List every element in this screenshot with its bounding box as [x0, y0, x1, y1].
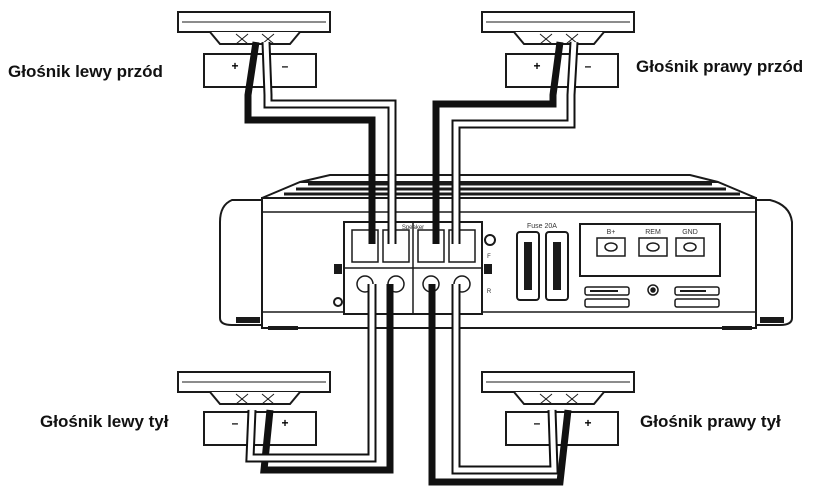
- terminal-label-rem: REM: [645, 229, 661, 236]
- wires-black: [244, 41, 572, 486]
- speaker-header-label: Speaker: [402, 225, 424, 231]
- speaker-rear-right: [481, 371, 635, 446]
- wire-rl-white: [247, 284, 375, 461]
- rl-minus: –: [232, 416, 239, 430]
- rr-plus: +: [584, 416, 591, 430]
- wire-rl-black: [260, 284, 394, 474]
- wire-fr-black: [432, 41, 564, 244]
- power-terminal-block: [579, 223, 721, 277]
- fr-plus: +: [533, 59, 540, 73]
- wire-fr-white: [453, 41, 577, 244]
- label-front-right: Głośnik prawy przód: [636, 57, 804, 76]
- side-mark-f: F: [487, 254, 491, 260]
- wire-fl-white: [263, 41, 395, 244]
- wire-rr-black: [428, 284, 572, 486]
- fl-plus: +: [231, 59, 238, 73]
- label-rear-left: Głośnik lewy tył: [40, 412, 169, 431]
- control-panel: [584, 284, 720, 308]
- side-mark-r: R: [487, 289, 492, 295]
- terminal-label-gnd: GND: [682, 229, 698, 236]
- speaker-rear-left: [177, 371, 331, 446]
- rl-plus: +: [281, 416, 288, 430]
- speaker-front-right: [481, 11, 635, 88]
- fuse-label: Fuse 20A: [527, 223, 557, 230]
- fuse-holder: [516, 231, 569, 301]
- label-rear-right: Głośnik prawy tył: [640, 412, 781, 431]
- rr-minus: –: [534, 416, 541, 430]
- speaker-terminal-block: [333, 221, 496, 315]
- label-front-left: Głośnik lewy przód: [8, 62, 163, 81]
- terminal-label-bplus: B+: [607, 229, 616, 236]
- fr-minus: –: [585, 59, 592, 73]
- wires-white: [247, 41, 577, 473]
- wire-rr-white: [453, 284, 557, 473]
- wire-fl-black: [244, 41, 376, 244]
- fl-minus: –: [282, 59, 289, 73]
